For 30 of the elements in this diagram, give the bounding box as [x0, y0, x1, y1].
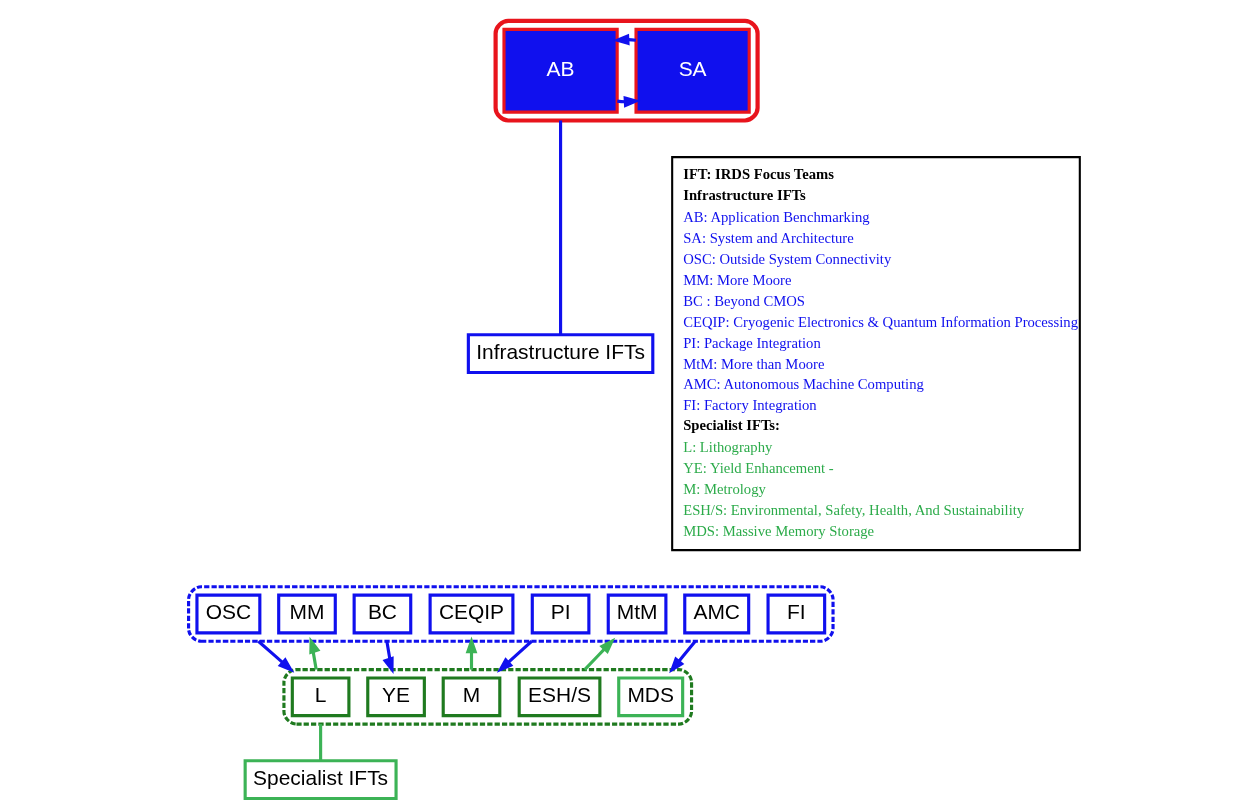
node-box: Specialist IFTs [243, 759, 398, 801]
node-box: L [290, 676, 350, 718]
node-box: ESH/S [517, 676, 601, 718]
node-box: AB [501, 27, 619, 114]
cluster [493, 18, 760, 123]
connector [318, 724, 322, 761]
node-box: MM [276, 593, 337, 635]
node-box: OSC [194, 593, 261, 635]
node-box: PI [530, 593, 590, 635]
node-box: MtM [606, 593, 667, 635]
arrow [308, 636, 320, 670]
node-box: BC [352, 593, 412, 635]
node-box: IFT: IRDS Focus Teams Infrastructure IFTs AB: Application Benchmarking SA: System and Architecture OSC: Outside System Connectivity MM: More Moore BC : Beyond CMOS CEQIP: Cryogenic Electronics & Quantum Information Processing PI: Package Integration MtM: More than Moore AMC: Autonomous Machine Computing FI: Factory Integration Specialist IFTs: L: Lithography YE: Yield Enhancement - M: Metrology ESH/S: Environmental, Safety, Health, And Sustainability MDS: Massive Memory Storage [670, 156, 1081, 552]
node-box: SA [633, 27, 751, 114]
node-box: AMC [682, 593, 750, 635]
arrow [465, 636, 477, 670]
connector [558, 120, 562, 335]
node-box: FI [766, 593, 826, 635]
cluster [186, 585, 835, 643]
cluster [281, 668, 693, 726]
arrow [496, 640, 533, 673]
node-box: MDS [616, 676, 684, 718]
node-box: CEQIP [428, 593, 514, 635]
node-box: YE [365, 676, 426, 718]
arrow [256, 640, 294, 673]
arrow [382, 641, 394, 675]
node-box: M [441, 676, 501, 718]
node-box: Infrastructure IFTs [466, 333, 654, 375]
arrow [668, 640, 696, 674]
arrow [583, 637, 615, 671]
